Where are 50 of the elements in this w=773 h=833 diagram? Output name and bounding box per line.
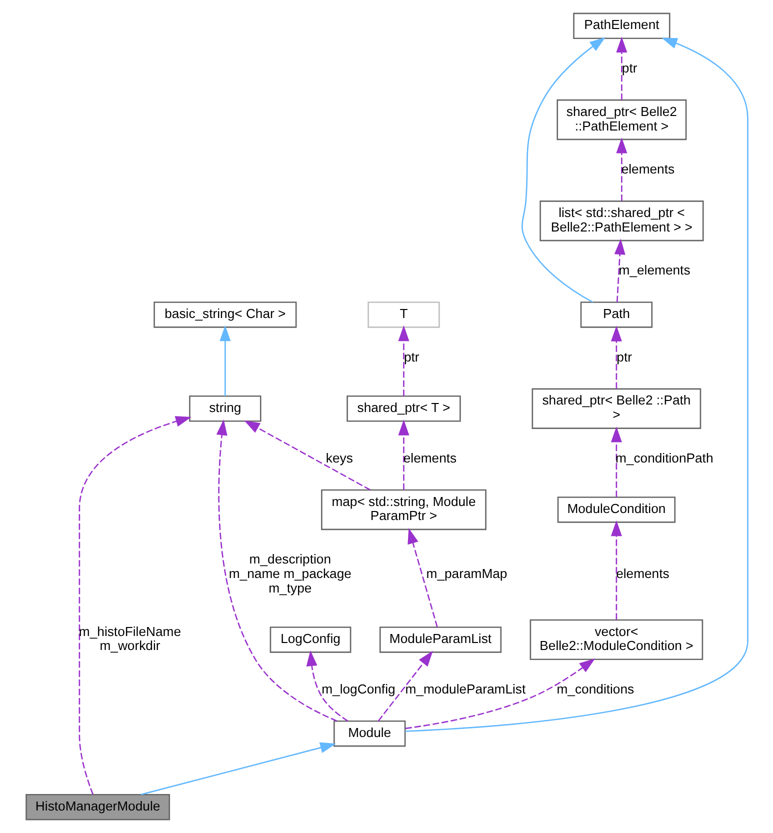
node-box: shared_ptr< Belle2 ::Path > bbox=[531, 388, 701, 429]
edge-label: m_conditionPath bbox=[614, 450, 713, 466]
arrow bbox=[610, 520, 622, 620]
node-box: shared_ptr< Belle2 ::PathElement > bbox=[556, 99, 686, 140]
edge-label: m_elements bbox=[618, 262, 690, 278]
node-box: Path bbox=[580, 302, 652, 328]
node-box: shared_ptr< T > bbox=[346, 396, 460, 422]
arrow bbox=[614, 238, 625, 302]
arrow bbox=[78, 416, 191, 795]
node-box: vector< Belle2::ModuleCondition > bbox=[529, 619, 703, 660]
node-box: string bbox=[188, 396, 261, 422]
arrow bbox=[377, 650, 432, 722]
arrow bbox=[610, 326, 622, 389]
arrow bbox=[616, 138, 627, 202]
node-box: HistoManagerModule bbox=[25, 794, 170, 820]
arrow bbox=[407, 528, 438, 628]
node-box: ModuleParamList bbox=[378, 626, 502, 653]
arrow bbox=[140, 742, 336, 796]
edge-label: m_paramMap bbox=[426, 566, 507, 581]
arrow bbox=[306, 650, 348, 722]
edge-label: m_conditions bbox=[556, 682, 634, 697]
edge-label: elements bbox=[620, 162, 674, 177]
arrow bbox=[521, 37, 605, 303]
arrow bbox=[244, 420, 370, 490]
node-box: list< std::shared_ptr < Belle2::PathElement > > bbox=[539, 200, 704, 242]
node-box: T bbox=[367, 302, 440, 328]
edge-label: elements bbox=[402, 450, 456, 466]
edge-label: m_logConfig bbox=[321, 682, 395, 697]
edge-label: ptr bbox=[621, 60, 637, 76]
edge-label: ptr bbox=[403, 349, 419, 364]
node-box: PathElement bbox=[572, 12, 670, 40]
arrow bbox=[219, 325, 230, 396]
arrow bbox=[610, 426, 622, 498]
node-box: ModuleCondition bbox=[556, 496, 676, 523]
edge-label: m_description m_name m_package m_type bbox=[228, 552, 351, 596]
node-box: map< std::string, Module ParamPtr > bbox=[320, 489, 486, 530]
edge-label: ptr bbox=[616, 349, 632, 364]
node-box: basic_string< Char > bbox=[153, 302, 296, 328]
arrow bbox=[404, 38, 748, 732]
node-box: Module bbox=[333, 720, 406, 747]
arrow bbox=[398, 420, 409, 490]
arrow bbox=[616, 36, 627, 100]
edge-label: elements bbox=[616, 566, 669, 581]
node-box: LogConfig bbox=[269, 626, 351, 653]
edge-label: m_moduleParamList bbox=[404, 682, 526, 697]
arrow bbox=[398, 325, 409, 396]
arrow bbox=[404, 658, 595, 730]
arrow bbox=[216, 419, 337, 722]
edge-label: keys bbox=[325, 450, 352, 466]
edge-label: m_histoFileName m_workdir bbox=[78, 624, 181, 654]
